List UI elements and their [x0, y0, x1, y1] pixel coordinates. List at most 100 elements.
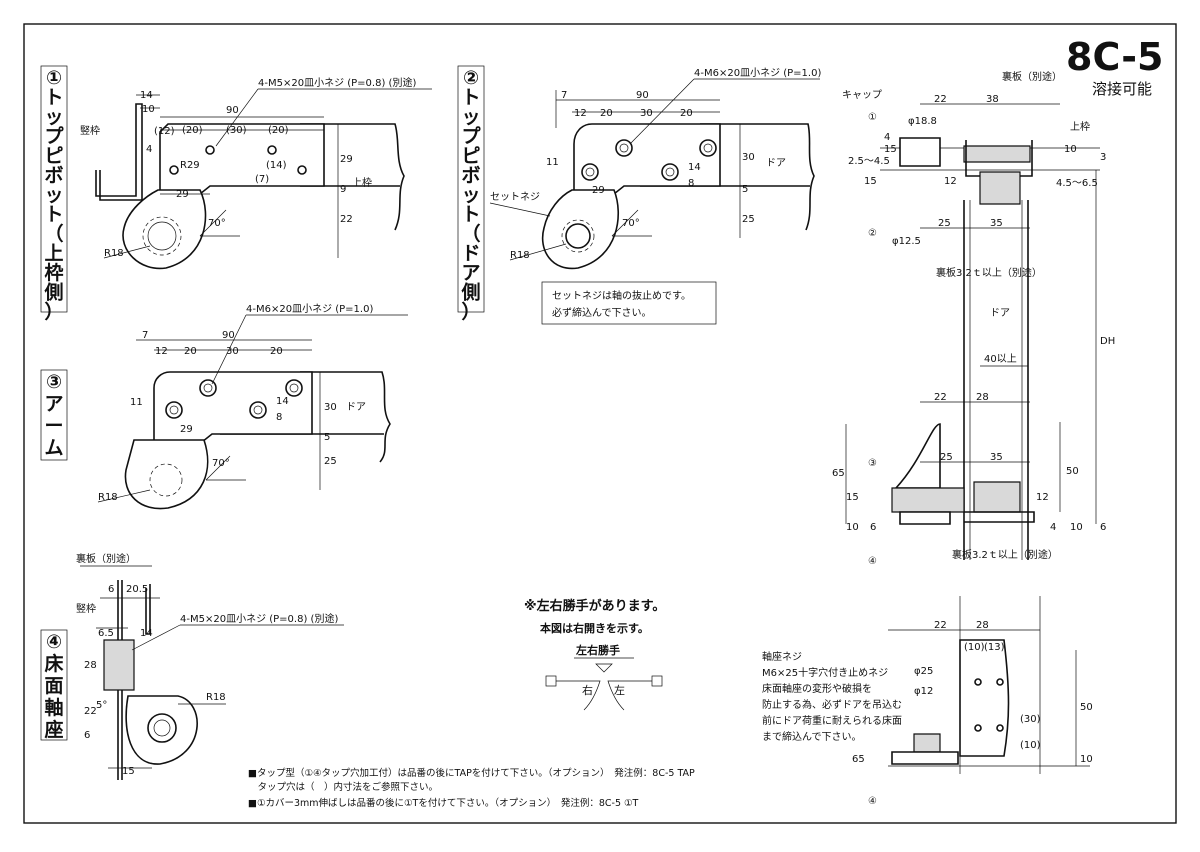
v3-dim-8: 8 [276, 412, 282, 423]
el-dim-10b: 10 [846, 522, 859, 533]
set-screw-note-box: セットネジは軸の抜止めです。 必ず締込んで下さい。 [541, 281, 717, 325]
el-dim-25b: 25 [940, 452, 953, 463]
part-label-p3-char: ③ [46, 371, 62, 393]
marker-4: ④ [868, 556, 877, 567]
part-label-p1-char: プ [44, 125, 64, 148]
v3-dim-90: 90 [222, 330, 235, 341]
footnotes: ■タップ型（①④タップ穴加工付）は品番の後にTAPを付けて下さい。（オプション）… [248, 767, 695, 809]
el-dim-10c: 10 [1070, 522, 1083, 533]
v4-dim-28: 28 [84, 660, 97, 671]
part-label-p2-char: 側 [460, 282, 480, 304]
back-plate-32-bottom: 裏板3.2ｔ以上（別途） [952, 548, 1058, 561]
handed-left: 左 [614, 684, 625, 697]
v1-upper-frame-label: 上枠 [352, 176, 372, 189]
note-line-2: 必ず締込んで下さい。 [552, 306, 652, 319]
el-dim-12: 12 [944, 176, 957, 187]
v3-dim-7: 7 [142, 330, 148, 341]
part-label-p2-char: ） [461, 300, 480, 323]
sheet-border [23, 23, 1177, 824]
part-label-p4-char: 面 [44, 675, 63, 697]
view-1-top-pivot-frame: 14 10 90 (12) (20) (30) (20) 4 (7) (14) … [80, 76, 432, 270]
el-dim-4: 4 [884, 132, 890, 143]
weldable-label: 溶接可能 [1092, 80, 1152, 98]
v1-dim-14: 14 [140, 90, 153, 101]
fd-dim-10: (10) [964, 642, 985, 653]
v1-dim-90: 90 [226, 105, 239, 116]
marker-3: ③ [868, 458, 877, 469]
v4-dim-22: 22 [84, 706, 97, 717]
v1-dim-29h: 29 [176, 189, 189, 200]
handed-line-2: 本図は右開きを示す。 [540, 621, 649, 635]
view-4-floor-shaft: 6 20.5 6.5 14 28 6 22 15 5° R18 裏板（別途） 竪… [76, 552, 344, 780]
v3-dim-14: 14 [276, 396, 289, 407]
min-40: 40以上 [984, 353, 1017, 365]
v3-dim-30: 30 [226, 346, 239, 357]
v1-r29: R29 [180, 160, 200, 171]
el-dim-6: 6 [870, 522, 876, 533]
handedness-note: ※左右勝手があります。 本図は右開きを示す。 左右勝手 右 左 [524, 598, 665, 711]
v2-screw-note: 4-M6×20皿小ネジ (P=1.0) [694, 67, 821, 79]
v4-frame-label: 竪枠 [76, 602, 96, 615]
el-dim-15b: 15 [864, 176, 877, 187]
part-label-p2-char: ッ [461, 184, 480, 206]
fd-dim-10c: 10 [1080, 754, 1093, 765]
v2-dim-20b: 20 [680, 108, 693, 119]
part-label-p1-char: ト [44, 204, 63, 226]
phi-18-8: φ18.8 [908, 116, 937, 127]
upper-frame-label: 上枠 [1070, 120, 1090, 133]
v2-dim-25: 25 [742, 214, 755, 225]
fd-dim-10b: (10) [1020, 740, 1041, 751]
el-dim-22a: 22 [934, 94, 947, 105]
part-label-p1-char: 側 [43, 282, 63, 304]
v3-dim-20b: 20 [270, 346, 283, 357]
el-dim-10: 10 [1064, 144, 1077, 155]
v3-dim-5: 5 [324, 432, 330, 443]
el-dim-22b: 22 [934, 392, 947, 403]
el-dim-6b: 6 [1100, 522, 1106, 533]
v3-dim-29: 29 [180, 424, 193, 435]
v3-dim-11: 11 [130, 397, 143, 408]
handed-right: 右 [582, 683, 593, 697]
v3-dim-20a: 20 [184, 346, 197, 357]
v2-dim-20a: 20 [600, 108, 613, 119]
footnote-1: ■タップ型（①④タップ穴加工付）は品番の後にTAPを付けて下さい。（オプション）… [248, 767, 695, 779]
fd-dim-30: (30) [1020, 714, 1041, 725]
v3-door-label: ドア [346, 402, 366, 413]
v4-screw-note: 4-M5×20皿小ネジ (P=0.8) (別途) [180, 612, 338, 625]
el-dim-65: 65 [832, 468, 845, 479]
marker-1: ① [868, 112, 877, 123]
v4-dim-20-5: 20.5 [126, 584, 148, 595]
el-dim-25a: 25 [938, 218, 951, 229]
phi-12-5: φ12.5 [892, 236, 921, 247]
v3-radius: R18 [98, 492, 118, 503]
part-label-p1-char: ッ [44, 184, 63, 206]
v4-dim-6-5: 6.5 [98, 628, 114, 639]
v1-dim-22: 22 [340, 214, 353, 225]
elevation-door-label: ドア [990, 308, 1010, 319]
fd-note-4: まで締込んで下さい。 [762, 730, 862, 743]
elevation-view: キャップ 裏板（別途） 上枠 φ18.8 φ12.5 裏板3.2ｔ以上（別途） … [832, 70, 1115, 567]
part-label-p4-char: 床 [44, 652, 63, 675]
fd-note-1: 床面軸座の変形や破損を [762, 682, 872, 695]
v4-dim-15: 15 [122, 766, 135, 777]
v2-dim-29: 29 [592, 185, 605, 196]
el-dim-3: 3 [1100, 152, 1106, 163]
v2-radius: R18 [510, 250, 530, 261]
part-label-p3-char: ー [44, 415, 63, 437]
el-dim-12b: 12 [1036, 492, 1049, 503]
fd-phi-12: φ12 [914, 686, 933, 697]
cap-label: キャップ [842, 89, 882, 101]
v4-radius: R18 [206, 692, 226, 703]
v2-dim-7: 7 [561, 90, 567, 101]
fd-dim-22: 22 [934, 620, 947, 631]
v2-dim-14: 14 [688, 162, 701, 173]
part-label-p4-char: ④ [46, 631, 62, 653]
v3-dim-12: 12 [155, 346, 168, 357]
part-label-p1-char: ピ [44, 145, 63, 167]
part-label-p1-char: ） [44, 300, 63, 323]
part-label-p2-char: ッ [461, 106, 480, 128]
back-plate-top-label: 裏板（別途） [1002, 70, 1062, 83]
el-dim-4b: 4 [1050, 522, 1056, 533]
